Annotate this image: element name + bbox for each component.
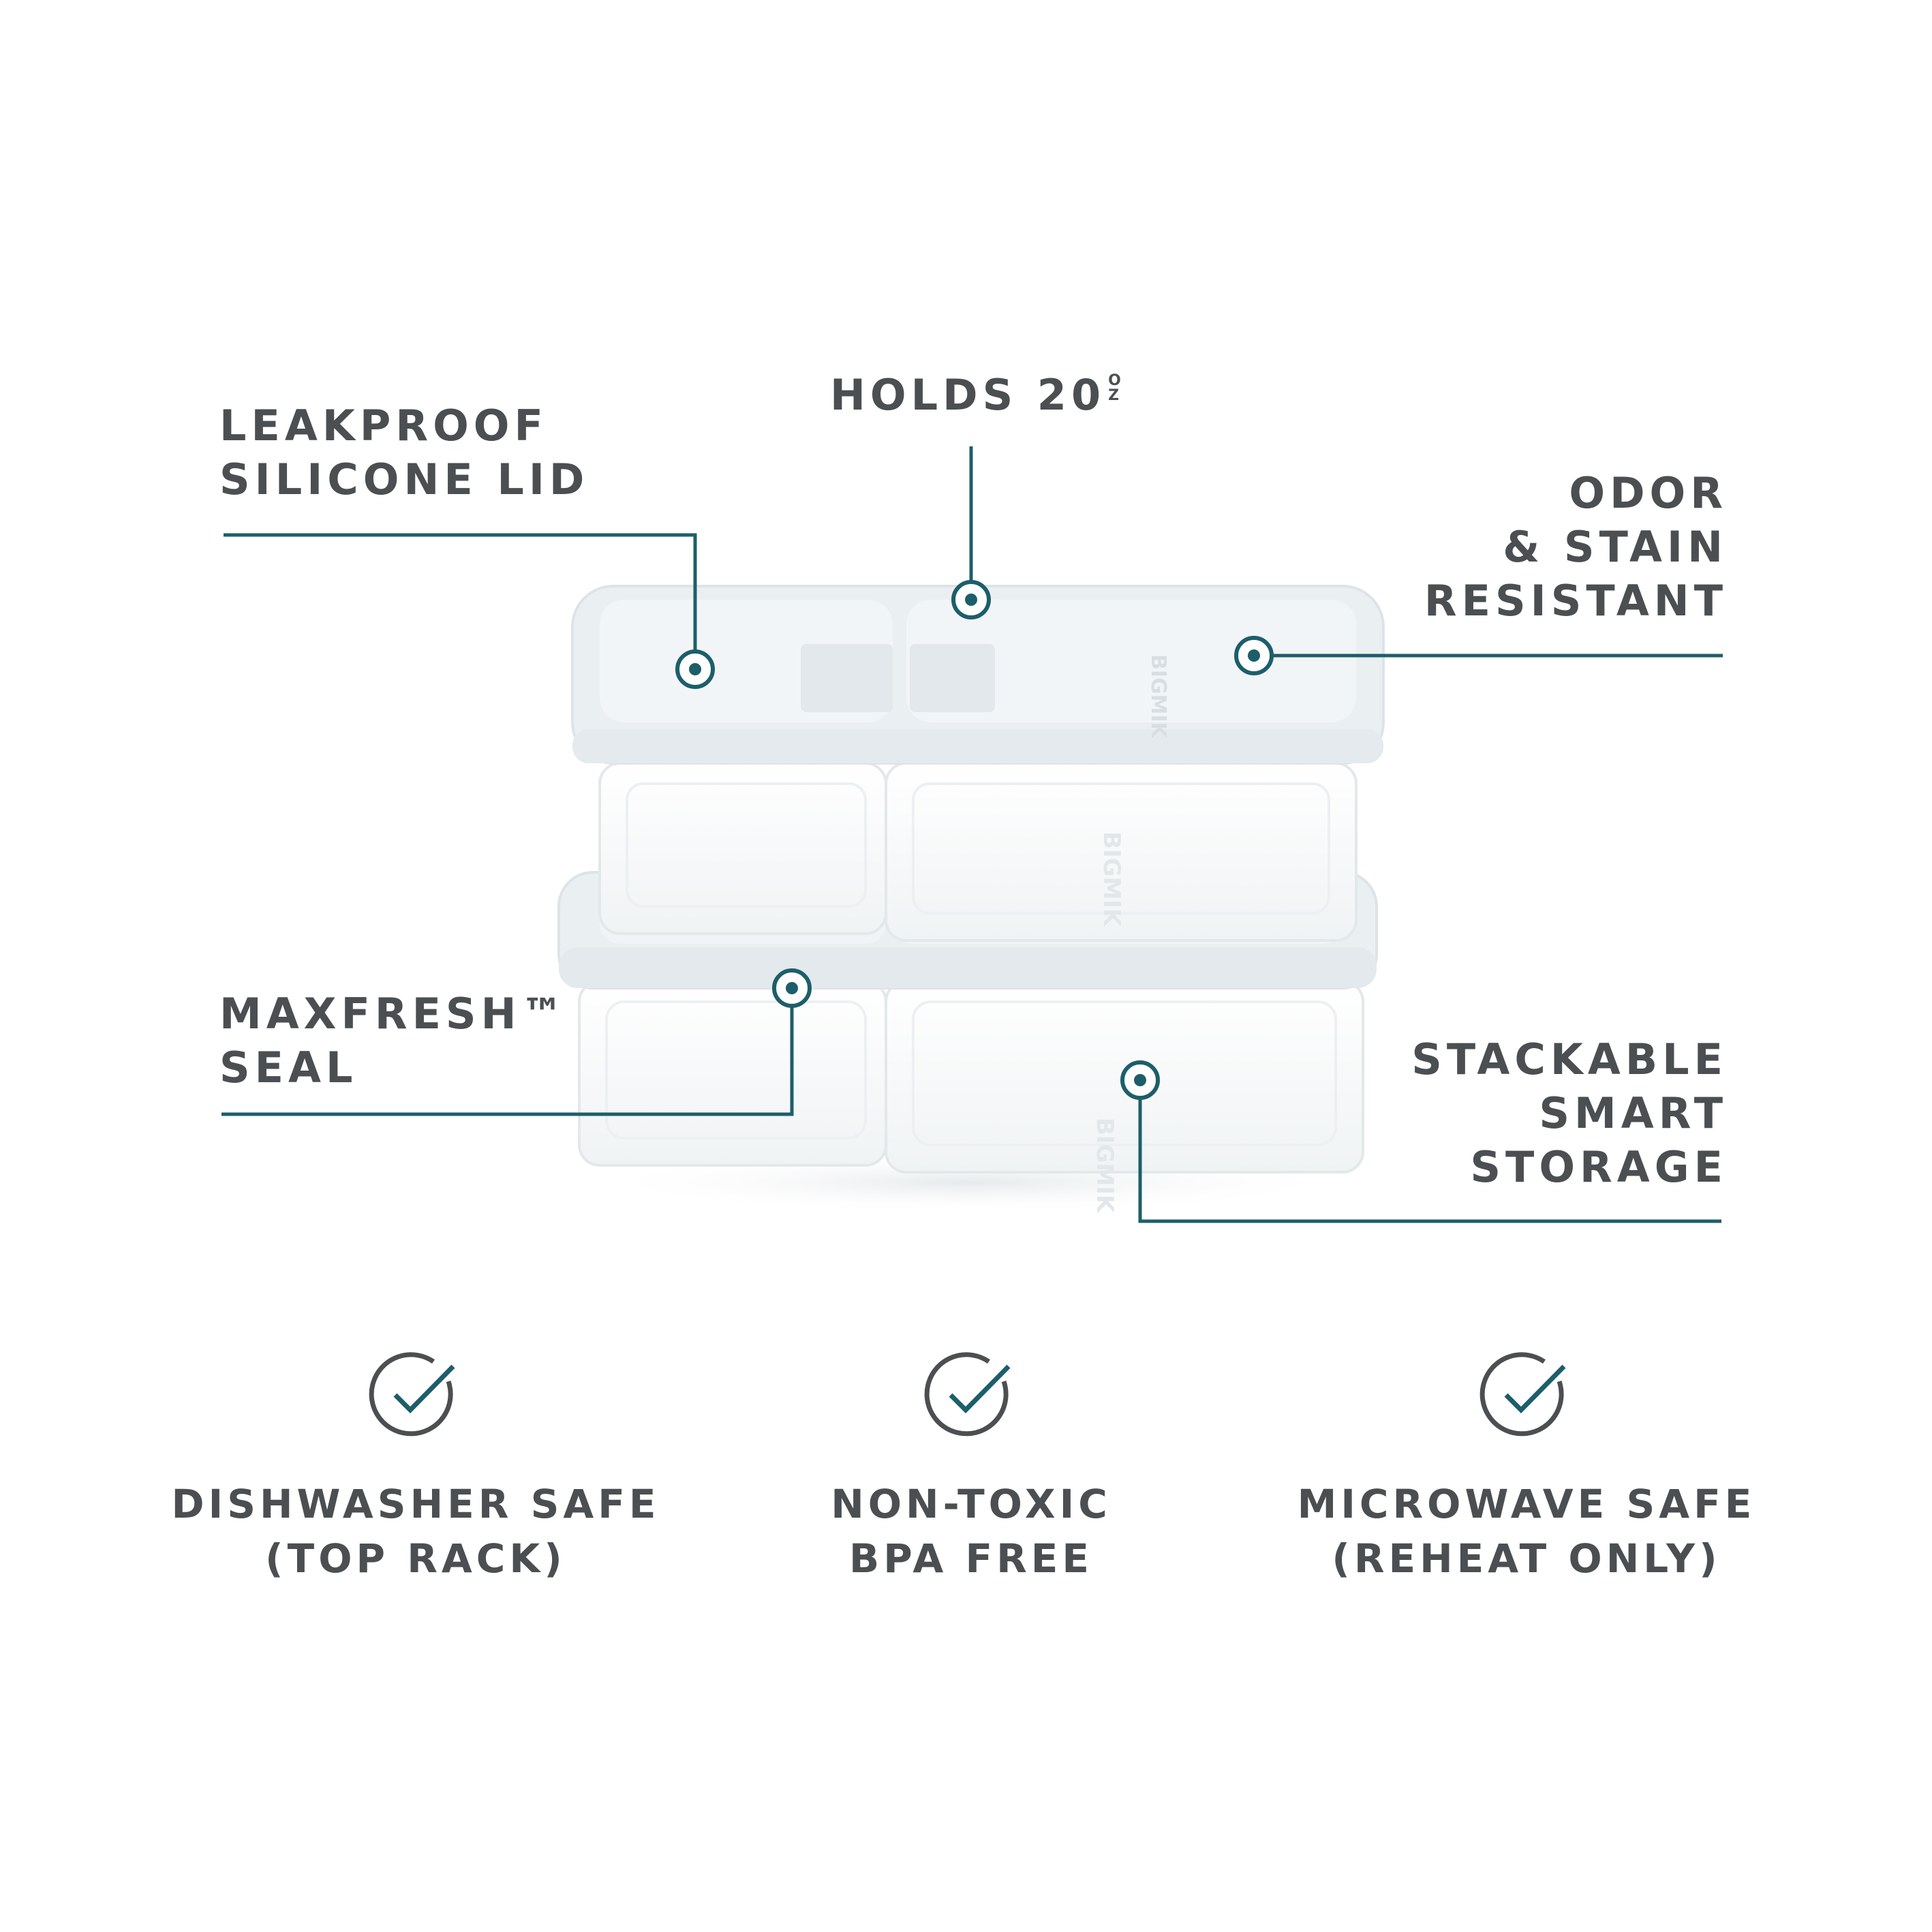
stackable-leader [1138, 1080, 1721, 1223]
leakproof-dot-icon [675, 649, 715, 689]
top-embossing: BIGMIK [1098, 831, 1125, 927]
stackable-line-3: STORAGE [1470, 1142, 1728, 1192]
lid-embossing: BIGMIK [1146, 654, 1170, 739]
odor-line-2: & STAIN [1503, 522, 1728, 572]
feature-dishwasher: DISHWASHER SAFE (TOP RACK) [157, 1346, 675, 1586]
check-circle-icon [369, 1352, 455, 1437]
feature-dishwasher-line-2: (TOP RACK) [265, 1535, 566, 1582]
odor-line-1: ODOR [1569, 468, 1728, 518]
top-container: BIGMIK [598, 762, 1358, 942]
feature-nontoxic-line-1: NON-TOXIC [831, 1481, 1111, 1527]
holds-text: HOLDS 20 [830, 370, 1106, 420]
feature-nontoxic: NON-TOXIC BPA FREE [712, 1346, 1230, 1586]
feature-dishwasher-line-1: DISHWASHER SAFE [171, 1481, 660, 1527]
feature-microwave-line-2: (REHEAT ONLY) [1332, 1535, 1721, 1582]
top-lid: BIGMIK [571, 585, 1385, 765]
maxfresh-dot-icon [772, 968, 812, 1008]
leakproof-callout: LEAKPROOF SILICONE LID [219, 399, 589, 506]
odor-line-3: RESISTANT [1424, 576, 1728, 626]
bottom-embossing: BIGMIK [1091, 1118, 1118, 1214]
stackable-line-1: STACKABLE [1411, 1034, 1728, 1084]
holds-unit-bottom: Z [1108, 387, 1120, 404]
leakproof-line-1: LEAKPROOF [219, 401, 548, 450]
feature-microwave: MICROWAVE SAFE (REHEAT ONLY) [1268, 1346, 1785, 1586]
holds-dot-icon [951, 580, 991, 619]
stackable-callout: STACKABLE SMART STORAGE [1411, 1032, 1728, 1194]
leakproof-leader [224, 533, 697, 668]
holds-unit-top: O [1108, 372, 1121, 389]
stackable-line-2: SMART [1539, 1088, 1728, 1138]
maxfresh-leader [221, 988, 794, 1116]
maxfresh-callout: MAXFRESH™ SEAL [219, 987, 568, 1094]
odor-callout: ODOR & STAIN RESISTANT [1424, 466, 1728, 628]
leakproof-line-2: SILICONE LID [219, 455, 589, 504]
callout-lines [221, 446, 1723, 1223]
feature-nontoxic-line-2: BPA FREE [849, 1535, 1093, 1582]
bottom-container: BIGMIK [578, 980, 1364, 1214]
callout-dots [675, 580, 1274, 1100]
maxfresh-line-2: SEAL [219, 1043, 358, 1092]
stackable-dot-icon [1120, 1060, 1160, 1100]
check-circle-icon [924, 1352, 1011, 1437]
odor-dot-icon [1234, 636, 1274, 675]
maxfresh-line-1: MAXFRESH™ [219, 989, 568, 1039]
feature-microwave-line-1: MICROWAVE SAFE [1297, 1481, 1756, 1527]
check-circle-icon [1479, 1352, 1566, 1437]
